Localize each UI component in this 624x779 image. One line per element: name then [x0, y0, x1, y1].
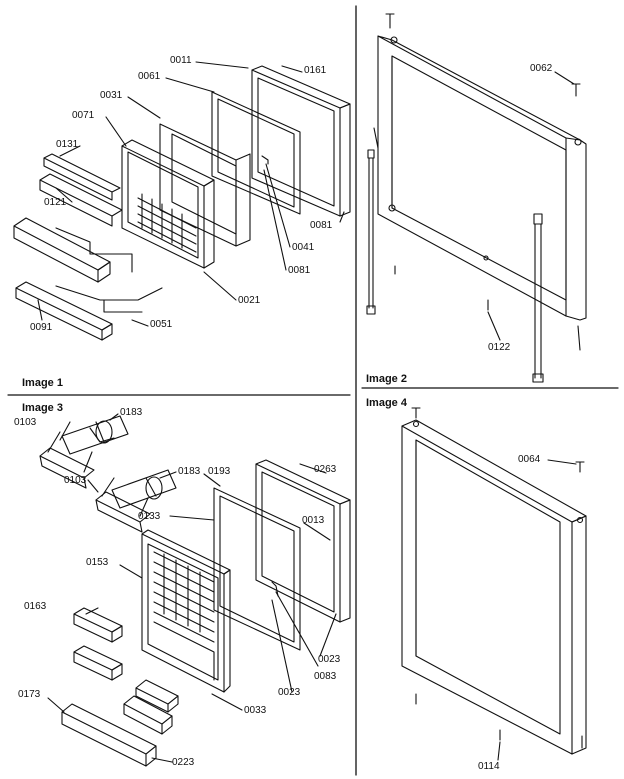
label-0023-left: 0023	[278, 687, 301, 698]
panel-title-3: Image 3	[22, 402, 63, 414]
hinge-pin-right	[532, 213, 544, 383]
stepped-leader-lines	[55, 227, 163, 313]
label-0061: 0061	[138, 71, 161, 82]
shelf-bracket-0103a	[39, 431, 95, 489]
hinge-pin-left	[366, 149, 376, 315]
bin-0183b	[111, 469, 177, 509]
shelf-bracket-0103b	[95, 477, 151, 533]
label-0062: 0062	[530, 63, 553, 74]
shelf-0121	[39, 173, 123, 227]
screw-0062	[571, 83, 581, 97]
door-frame-0064	[401, 419, 587, 755]
label-0121: 0121	[44, 197, 67, 208]
door-bin-0163	[73, 607, 123, 643]
panel-title-4: Image 4	[366, 397, 407, 409]
shelf-0131	[43, 153, 121, 201]
screw-0081	[261, 155, 269, 165]
label-0081-upper: 0081	[310, 220, 333, 231]
door-bin-stack-b	[123, 695, 173, 735]
label-0033: 0033	[244, 705, 267, 716]
door-frame-0062	[377, 35, 587, 321]
label-0011: 0011	[170, 55, 192, 66]
door-bin-stack-a	[135, 679, 179, 713]
bin-large	[13, 217, 111, 283]
label-0183-upper: 0183	[120, 407, 143, 418]
label-0021: 0021	[238, 295, 261, 306]
screw-top-2	[385, 13, 395, 29]
label-0193: 0193	[208, 466, 231, 477]
label-0051: 0051	[150, 319, 173, 330]
panel-title-1: Image 1	[22, 377, 63, 389]
label-0103-upper: 0103	[14, 417, 37, 428]
door-outer-panel-0263	[255, 459, 351, 623]
label-0064: 0064	[518, 454, 541, 465]
label-0223: 0223	[172, 757, 195, 768]
label-0122: 0122	[488, 342, 511, 353]
door-bin-0173	[61, 703, 157, 767]
label-0114: 0114	[478, 761, 500, 772]
label-0023-right: 0023	[318, 654, 341, 665]
bin-0091	[15, 281, 113, 341]
screw-top-4	[411, 407, 421, 419]
label-0153: 0153	[86, 557, 109, 568]
bin-0183a	[61, 415, 129, 455]
label-0161: 0161	[304, 65, 327, 76]
label-0031: 0031	[100, 90, 123, 101]
label-0013: 0013	[302, 515, 325, 526]
inner-liner-0031	[159, 123, 251, 247]
label-0133: 0133	[138, 511, 161, 522]
label-0163: 0163	[24, 601, 47, 612]
label-0071: 0071	[72, 110, 95, 121]
label-0183-lower: 0183	[178, 466, 201, 477]
door-outer-panel-0161	[251, 65, 351, 217]
label-0131: 0131	[56, 139, 79, 150]
label-0041: 0041	[292, 242, 315, 253]
label-0091: 0091	[30, 322, 53, 333]
screw-0064	[575, 461, 585, 473]
panel-title-2: Image 2	[366, 373, 407, 385]
screw-0083	[271, 581, 279, 597]
door-frame-0071	[121, 139, 215, 269]
label-0173: 0173	[18, 689, 41, 700]
door-gasket-0061	[211, 91, 301, 215]
label-0081-lower: 0081	[288, 265, 311, 276]
label-0103-lower: 0103	[64, 475, 87, 486]
label-0263: 0263	[314, 464, 337, 475]
door-liner-0153	[141, 529, 231, 693]
label-0083: 0083	[314, 671, 337, 682]
door-bin-small	[73, 645, 123, 681]
